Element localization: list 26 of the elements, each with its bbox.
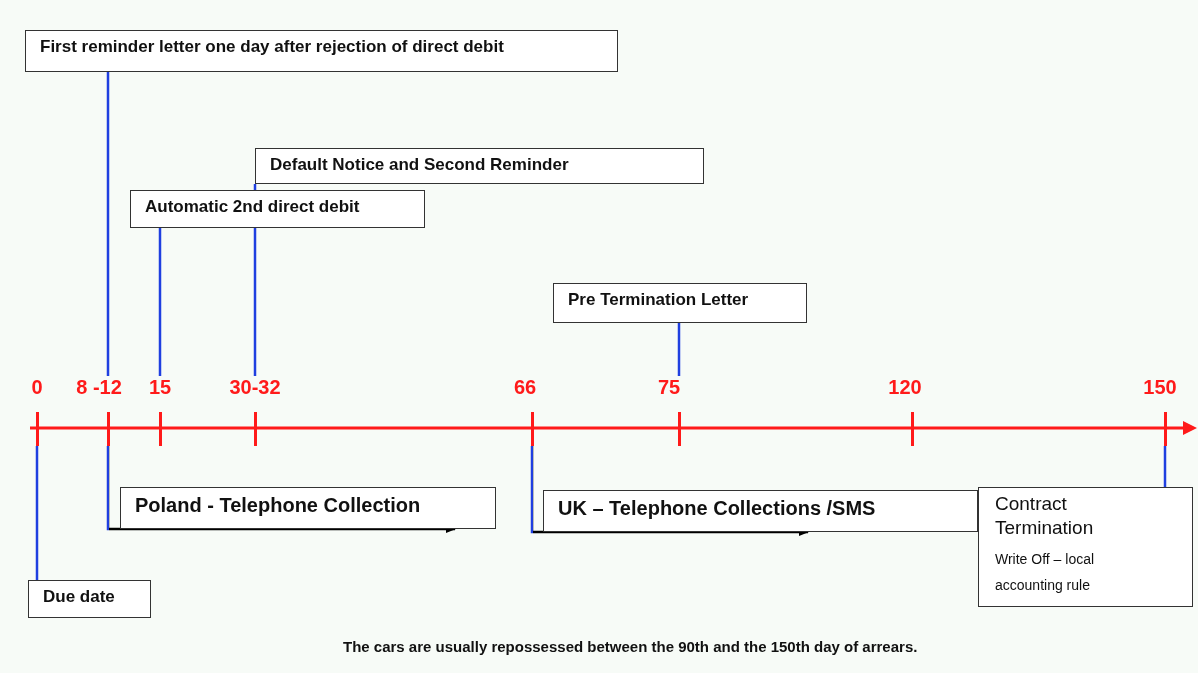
- note-box: [978, 487, 1193, 607]
- note-box: Default Notice and Second Reminder: [255, 148, 704, 184]
- tick-label: 30-32: [228, 376, 282, 399]
- tick-label: 66: [512, 376, 538, 399]
- tick-label: 8 -12: [75, 376, 123, 399]
- tick-label: 120: [887, 376, 923, 399]
- tick-label: 75: [656, 376, 682, 399]
- leader-line: [1163, 446, 1167, 487]
- leader-line: [158, 228, 162, 376]
- arrow: [106, 446, 456, 533]
- leader-line: [677, 323, 681, 376]
- note-box: Poland - Telephone Collection: [120, 487, 496, 529]
- note-box: Pre Termination Letter: [553, 283, 807, 323]
- caption: The cars are usually repossessed between the 90th and the 150th day of arrears.: [343, 638, 918, 655]
- box-heading: Contract Termination: [995, 492, 1095, 540]
- note-box: Automatic 2nd direct debit: [130, 190, 425, 228]
- tick-label: 15: [147, 376, 173, 399]
- note-box: First reminder letter one day after rejection of direct debit: [25, 30, 618, 72]
- tick-label: 0: [30, 376, 44, 399]
- leader-line: [106, 72, 110, 376]
- tick-label: 150: [1142, 376, 1178, 399]
- arrow: [530, 446, 809, 536]
- box-text: Write Off – local accounting rule: [995, 550, 1096, 595]
- note-box: Due date: [28, 580, 151, 618]
- note-box: UK – Telephone Collections /SMS: [543, 490, 978, 532]
- leader-line: [35, 446, 39, 580]
